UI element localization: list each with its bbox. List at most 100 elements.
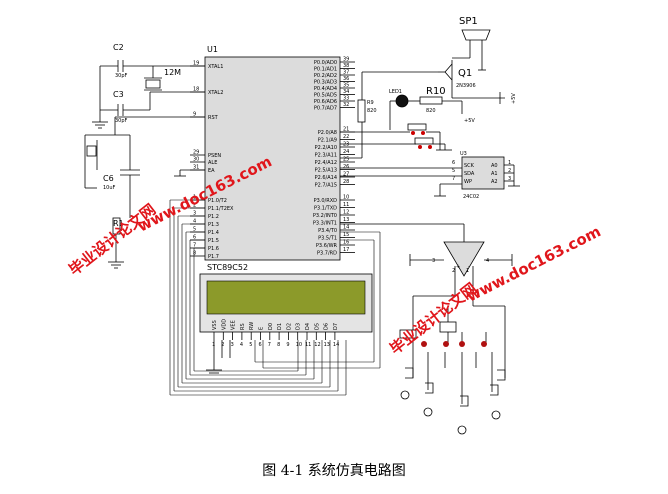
- mcu-pin-num: 23: [343, 142, 349, 148]
- mcu-pin-num: 21: [343, 127, 349, 133]
- mcu-pin-num: 17: [343, 247, 349, 253]
- eeprom-pin-name: SCK: [464, 163, 475, 169]
- lcd-pin-num: 11: [305, 342, 311, 348]
- mcu-pin-name: P1.3: [208, 222, 219, 228]
- mcu-pin-num: 34: [343, 89, 349, 95]
- eeprom-pin-name: WP: [464, 179, 472, 185]
- eeprom-pin-name: A2: [491, 179, 498, 185]
- mcu-pin-name: P2.2/A10: [315, 145, 337, 151]
- lcd-pin-num: 5: [249, 342, 252, 348]
- mcu-pin-name: P3.2/INT0: [313, 213, 337, 219]
- watermark-url-2: www.doc163.com: [464, 222, 604, 305]
- resistor-r10: [419, 96, 443, 105]
- mcu-pin-name: P3.0/RXD: [314, 198, 338, 204]
- mcu-pin-name: P2.3/A11: [315, 153, 337, 159]
- mcu-pin-num: 38: [343, 63, 349, 69]
- r10-label: R10: [426, 86, 446, 97]
- mcu-u1: U1 STC89C52 19XTAL118XTAL29RST29PSEN30AL…: [190, 45, 355, 272]
- oscillator-circuit: C2 30pF C3 30pF 12M: [92, 43, 205, 129]
- mcu-pin-num: 6: [193, 235, 196, 241]
- lcd-pin-num: 9: [286, 342, 289, 348]
- mcu-pin-name: PSEN: [208, 153, 221, 159]
- crystal-12m: [145, 79, 161, 89]
- lcd-pin-num: 8: [277, 342, 280, 348]
- eeprom-pin-name: SDA: [464, 171, 475, 177]
- mcu-pin-num: 25: [343, 157, 349, 163]
- led-d1: [395, 94, 409, 108]
- mcu-pin-name: P3.5/T1: [318, 236, 337, 242]
- mcu-pin-name: P1.2: [208, 214, 219, 220]
- mcu-pin-name: P2.5/A13: [315, 168, 337, 174]
- mcu-pin-name: P3.3/INT1: [313, 221, 337, 227]
- lcd-display: VSS1VDD2VEE3RS4RW5E6D07D18D29D310D411D51…: [199, 273, 373, 348]
- lcd-pin-name: D4: [305, 323, 311, 330]
- lcd-pin-name: RW: [249, 322, 255, 330]
- mcu-pin-num: 28: [343, 179, 349, 185]
- lcd-pin-name: D3: [296, 323, 302, 330]
- mcu-pin-num: 32: [343, 102, 349, 108]
- mcu-pin-name: P0.6/AD6: [314, 99, 337, 105]
- mcu-pin-num: 27: [343, 172, 349, 178]
- speaker-label: SP1: [459, 16, 478, 27]
- lcd-pin-num: 12: [314, 342, 320, 348]
- mcu-pin-name: P3.6/WR: [316, 243, 338, 249]
- mcu-pin-name: P2.0/A8: [318, 130, 337, 136]
- c2-value: 30pF: [115, 73, 128, 79]
- eeprom-pin-num: 3: [508, 176, 511, 182]
- lcd-screen: [206, 280, 366, 315]
- lcd-pin-name: RS: [240, 323, 246, 330]
- mcu-pin-num: 1: [193, 195, 196, 201]
- eeprom-ref: U3: [460, 151, 467, 157]
- lcd-pin-num: 3: [231, 342, 234, 348]
- opamp: 3 2 1 4 + -: [340, 223, 513, 306]
- mcu-pin-name: P0.7/AD7: [314, 106, 337, 112]
- lcd-pin-num: 2: [221, 342, 224, 348]
- mcu-pin-name: P2.7/A15: [315, 183, 337, 189]
- vcc2-label: +5V: [464, 118, 475, 124]
- svg-text:+: +: [456, 264, 460, 270]
- mcu-pin-num: 9: [193, 112, 196, 118]
- mcu-pin-num: 11: [343, 202, 349, 208]
- r9-value: 820: [367, 108, 377, 114]
- eeprom-pin-num: 2: [508, 168, 511, 174]
- r9-label: R9: [367, 100, 374, 106]
- c6-value: 10uF: [103, 185, 116, 191]
- mcu-pin-num: 18: [193, 87, 199, 93]
- lcd-pin-name: VEE: [231, 320, 237, 330]
- mcu-part: STC89C52: [207, 263, 248, 272]
- resistor-r1: [112, 217, 121, 235]
- mcu-pin-name: P2.1/A9: [318, 138, 337, 144]
- mcu-pin-name: P1.6: [208, 246, 219, 252]
- mcu-pin-num: 33: [343, 96, 349, 102]
- mcu-pin-name: ALE: [208, 160, 217, 166]
- lcd-pin-name: D2: [286, 323, 292, 330]
- lcd-pin-name: D6: [324, 323, 330, 330]
- mcu-pin-num: 8: [193, 251, 196, 257]
- r1-label: R1: [113, 219, 124, 228]
- mcu-pin-num: 22: [343, 134, 349, 140]
- mcu-pin-name: XTAL1: [208, 64, 223, 70]
- mcu-pin-name: P0.1/AD1: [314, 67, 337, 73]
- mcu-pin-num: 29: [193, 150, 199, 156]
- eeprom-pin-name: A0: [491, 163, 498, 169]
- buzzer-circuit: SP1 Q1 2N3906 +5V R9 820 LED1 R10 820 +5…: [340, 16, 517, 159]
- lcd-pin-name: D7: [333, 323, 339, 330]
- mcu-pin-num: 26: [343, 164, 349, 170]
- r10-value: 820: [426, 108, 436, 114]
- resistor-r9: [357, 99, 366, 123]
- opamp-pin-4: 4: [486, 258, 489, 264]
- mcu-pin-num: 15: [343, 232, 349, 238]
- mcu-pin-num: 4: [193, 219, 196, 225]
- svg-text:-: -: [468, 264, 470, 270]
- mcu-pin-name: P1.1/T2EX: [208, 206, 234, 212]
- opamp-triangle: [443, 241, 485, 277]
- mcu-pin-name: EA: [208, 168, 215, 174]
- mcu-pin-num: 2: [193, 203, 196, 209]
- eeprom-pin-num: 6: [452, 160, 455, 166]
- mcu-pin-num: 13: [343, 217, 349, 223]
- mcu-pin-num: 3: [193, 211, 196, 217]
- mcu-pin-name: P0.2/AD2: [314, 73, 337, 79]
- mcu-pin-name: P2.4/A12: [315, 160, 337, 166]
- eeprom-pin-num: 1: [508, 160, 511, 166]
